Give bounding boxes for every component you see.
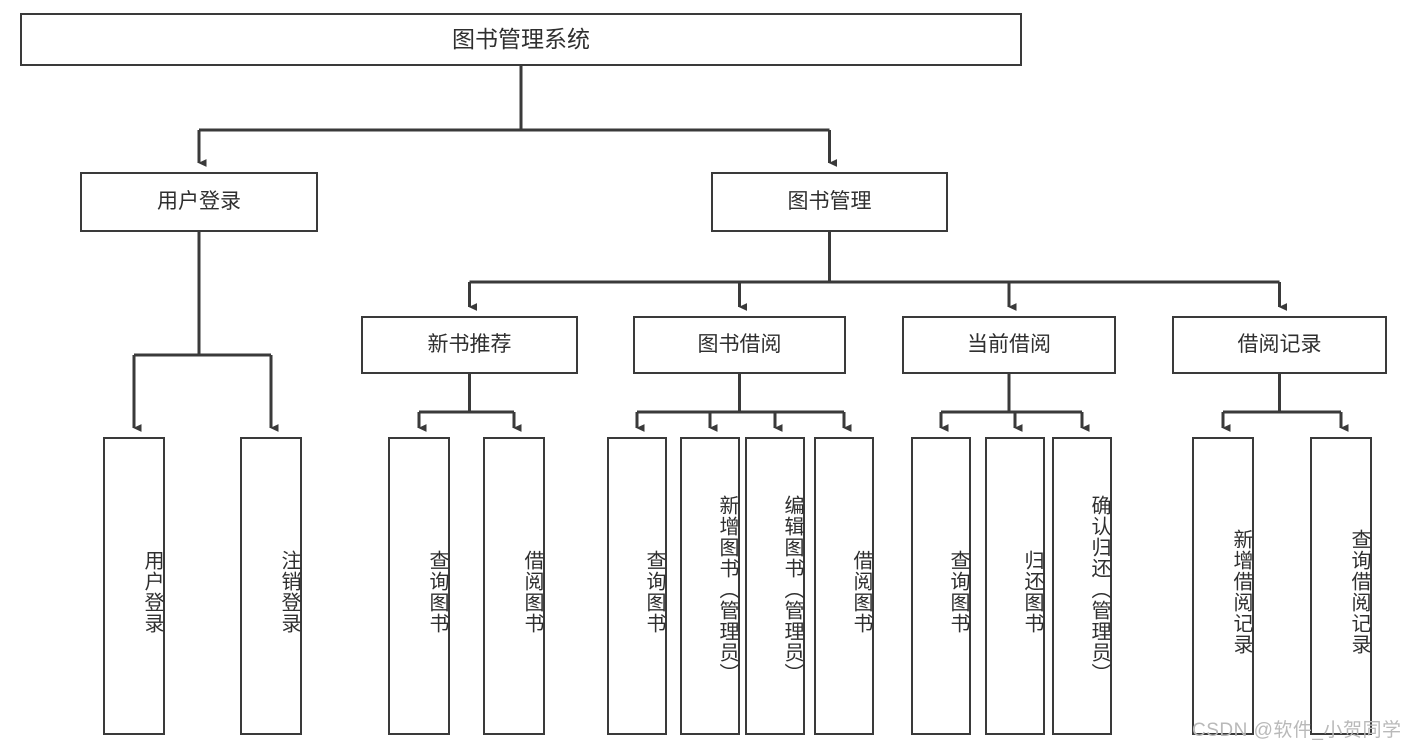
node-new-book-rec[interactable]: 新书推荐: [361, 316, 578, 374]
node-book-manage[interactable]: 图书管理: [711, 172, 948, 232]
node-label: 查询借阅记录: [1348, 529, 1370, 655]
node-label: 图书管理: [787, 189, 872, 213]
node-current-borrow[interactable]: 当前借阅: [902, 316, 1116, 374]
node-label: 确认归还（管理员）: [1088, 494, 1110, 684]
node-leaf-query-record[interactable]: 查询借阅记录: [1310, 437, 1372, 735]
node-leaf-confirm-return[interactable]: 确认归还（管理员）: [1052, 437, 1112, 735]
node-label: 编辑图书（管理员）: [781, 494, 803, 684]
node-label: 查询图书: [643, 550, 665, 634]
node-label: 借阅图书: [850, 550, 872, 634]
node-user-login[interactable]: 用户登录: [80, 172, 318, 232]
node-leaf-user-login[interactable]: 用户登录: [103, 437, 165, 735]
node-leaf-borrow-book[interactable]: 借阅图书: [814, 437, 874, 735]
node-leaf-borrow-book-rec[interactable]: 借阅图书: [483, 437, 545, 735]
node-leaf-return-book[interactable]: 归还图书: [985, 437, 1045, 735]
node-label: 当前借阅: [967, 332, 1051, 356]
node-label: 图书借阅: [697, 332, 782, 356]
node-label: 借阅图书: [521, 550, 543, 634]
node-label: 用户登录: [157, 189, 241, 213]
node-root[interactable]: 图书管理系统: [20, 13, 1022, 66]
node-leaf-logout[interactable]: 注销登录: [240, 437, 302, 735]
node-label: 新增借阅记录: [1230, 529, 1252, 655]
node-label: 图书管理系统: [452, 25, 590, 52]
node-leaf-query-book-rec[interactable]: 查询图书: [388, 437, 450, 735]
node-label: 用户登录: [141, 550, 163, 634]
node-label: 新书推荐: [427, 332, 512, 356]
node-label: 查询图书: [947, 550, 969, 634]
node-leaf-edit-book[interactable]: 编辑图书（管理员）: [745, 437, 805, 735]
node-book-borrow[interactable]: 图书借阅: [633, 316, 846, 374]
node-label: 新增图书（管理员）: [716, 494, 738, 684]
node-leaf-query-book-borrow[interactable]: 查询图书: [607, 437, 667, 735]
node-label: 查询图书: [426, 550, 448, 634]
watermark-csdn: CSDN @软件_小贺同学: [1192, 720, 1402, 741]
node-leaf-query-book-cur[interactable]: 查询图书: [911, 437, 971, 735]
node-borrow-record[interactable]: 借阅记录: [1172, 316, 1387, 374]
node-label: 注销登录: [278, 550, 300, 634]
node-leaf-add-record[interactable]: 新增借阅记录: [1192, 437, 1254, 735]
node-label: 借阅记录: [1237, 332, 1322, 356]
node-leaf-add-book[interactable]: 新增图书（管理员）: [680, 437, 740, 735]
node-label: 归还图书: [1021, 550, 1043, 634]
